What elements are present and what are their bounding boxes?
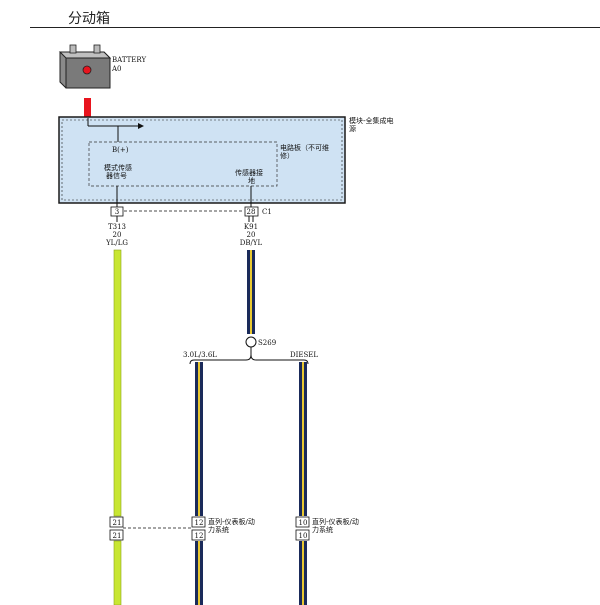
connector-inline-21 [109, 516, 124, 541]
wire-k91-lower-right [299, 541, 307, 605]
wire-k91-branch-left [195, 362, 203, 516]
signal-label-line2: 器信号 [106, 171, 127, 180]
connector-10-top-label: 10 [299, 519, 308, 527]
k91-color: DB/YL [240, 239, 263, 247]
t313-color: YL/LG [105, 239, 128, 247]
t313-gauge: 20 [113, 231, 122, 239]
k91-gauge: 20 [247, 231, 256, 239]
battery-icon [58, 44, 112, 89]
connector-inline-10 [295, 516, 310, 541]
signal-label-line1: 模式传感 [104, 163, 132, 172]
battery-code: A0 [111, 65, 122, 73]
module-name-line2: 源 [349, 124, 356, 133]
connector-10-desc-line1: 直列-仪表板/动 [312, 517, 359, 526]
connector-12-desc-line2: 力系统 [208, 525, 229, 534]
module-name-line1: 模块-全集成电 [349, 116, 394, 125]
connector-10-desc-line2: 力系统 [312, 525, 333, 534]
connector-c1-pin-28-label: 28 [247, 208, 256, 216]
circuit-board-label-line2: 修） [280, 151, 294, 160]
ground-label-line1: 传感器接 [235, 168, 263, 177]
wire-k91-upper [247, 250, 255, 334]
connector-12-desc-line1: 直列-仪表板/动 [208, 517, 255, 526]
circuit-board-box [88, 141, 278, 187]
connector-c1-pin-3-label: 3 [115, 208, 119, 216]
branch-right-label: DIESEL [290, 351, 318, 359]
title-rule [30, 27, 600, 28]
battery-wire [84, 98, 91, 118]
ground-label-line2: 地 [248, 176, 255, 185]
page-title: 分动箱 [68, 11, 110, 27]
bplus-label: B(+) [112, 146, 129, 154]
connector-21-bottom-label: 21 [113, 532, 122, 540]
k91-circuit: K91 [244, 223, 258, 231]
wire-t313-lower [113, 540, 122, 605]
bplus-arrow-head [138, 123, 144, 129]
connector-inline-12 [191, 516, 206, 541]
connector-10-bottom-label: 10 [299, 532, 308, 540]
connector-12-top-label: 12 [195, 519, 204, 527]
connector-21-top-label: 21 [113, 519, 122, 527]
connector-c1-pin-28 [244, 206, 259, 217]
splice-s269 [245, 336, 257, 348]
wire-t313-upper [113, 249, 122, 517]
battery-name: BATTERY [112, 56, 146, 64]
branch-bracket [189, 354, 309, 365]
connector-c1-name: C1 [262, 208, 272, 216]
splice-s269-label: S269 [258, 339, 276, 347]
module-inner-border [61, 119, 343, 201]
t313-circuit: T313 [108, 223, 126, 231]
wire-k91-lower-left [195, 541, 203, 605]
connector-12-bottom-label: 12 [195, 532, 204, 540]
branch-left-label: 3.0L/3.6L [183, 351, 217, 359]
module-box [58, 116, 346, 204]
wire-k91-branch-right [299, 362, 307, 516]
circuit-board-label-line1: 电路板（不可维 [280, 143, 329, 152]
